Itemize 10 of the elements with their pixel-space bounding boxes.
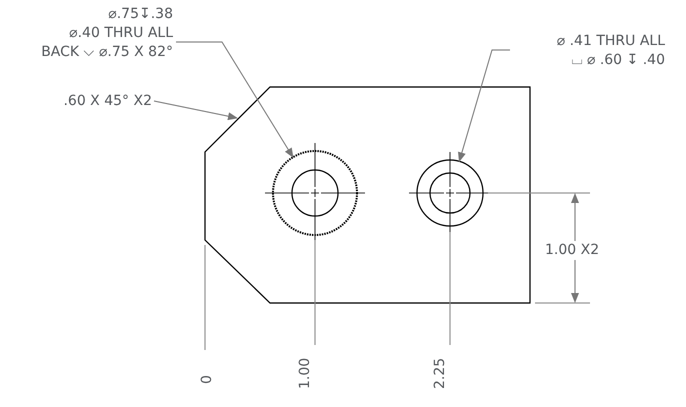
callout-text: ⌀ .41 THRU ALL: [556, 32, 665, 51]
leader-line: [176, 42, 294, 158]
callout-text: BACK ⌵ ⌀.75 X 82°: [40, 43, 173, 62]
callout-text: ⌀.40 THRU ALL: [68, 24, 173, 43]
callout-text: .60 X 45° X2: [62, 92, 152, 111]
dimension-text: 1.00 X2: [545, 241, 600, 260]
callout-text: ⌀.75↧.38: [107, 5, 173, 24]
leader-line: [458, 50, 510, 162]
leader-line: [154, 100, 238, 120]
callout-text: ⌴ ⌀ .60 ↧ .40: [570, 51, 665, 70]
